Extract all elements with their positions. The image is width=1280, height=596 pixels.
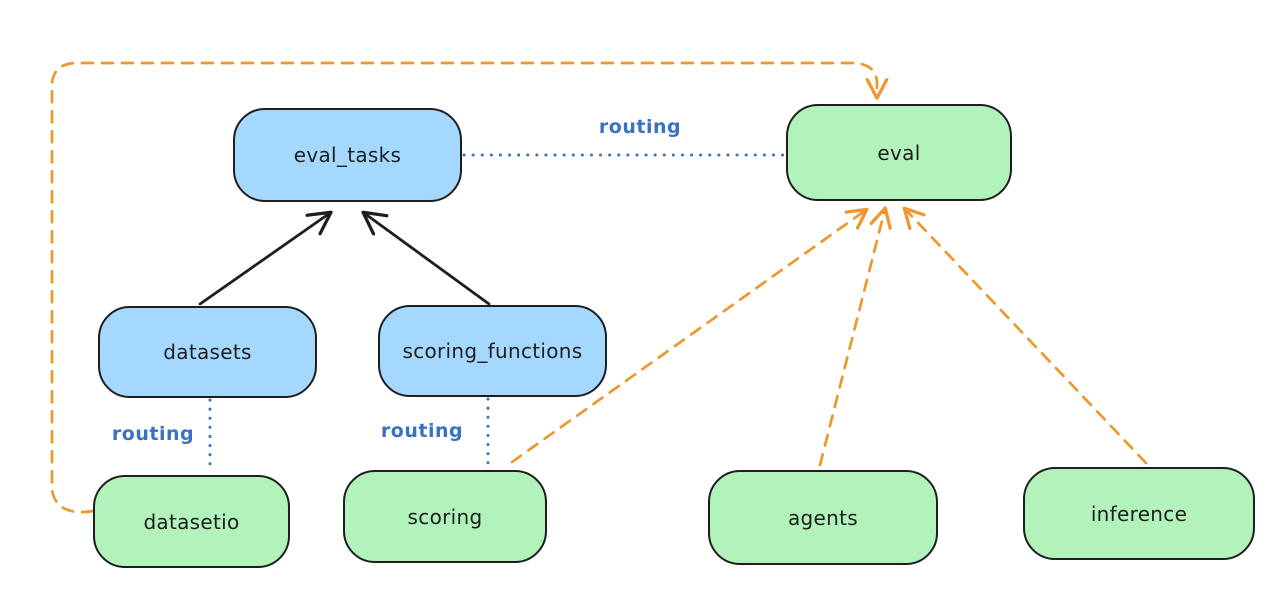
node-agents-label: agents bbox=[788, 505, 858, 530]
node-eval-tasks-label: eval_tasks bbox=[293, 143, 402, 167]
node-scoring: scoring bbox=[343, 470, 547, 563]
edge-agents-to-eval bbox=[818, 206, 892, 467]
node-scoring-functions: scoring_functions bbox=[378, 305, 607, 397]
node-inference-label: inference bbox=[1090, 501, 1188, 526]
edge-label-routing-middle: routing bbox=[380, 420, 464, 442]
node-datasetio-label: datasetio bbox=[143, 509, 240, 534]
edge-datasets-to-eval-tasks bbox=[198, 210, 333, 306]
node-datasetio: datasetio bbox=[93, 475, 290, 568]
node-eval: eval bbox=[786, 104, 1012, 201]
node-eval-label: eval bbox=[877, 140, 921, 165]
node-datasets-label: datasets bbox=[163, 340, 252, 364]
node-datasets: datasets bbox=[98, 306, 317, 398]
node-inference: inference bbox=[1023, 467, 1255, 560]
node-scoring-functions-label: scoring_functions bbox=[402, 339, 583, 363]
edge-scoring-to-eval bbox=[510, 207, 869, 464]
edge-label-routing-left: routing bbox=[111, 423, 195, 445]
edge-inference-to-eval bbox=[902, 206, 1148, 465]
node-scoring-label: scoring bbox=[407, 504, 483, 529]
node-agents: agents bbox=[708, 470, 938, 565]
edge-label-routing-top: routing bbox=[598, 116, 682, 138]
node-eval-tasks: eval_tasks bbox=[233, 108, 462, 202]
edge-scoring-functions-to-eval-tasks bbox=[361, 210, 491, 306]
edge-datasetio-to-eval bbox=[50, 61, 889, 514]
